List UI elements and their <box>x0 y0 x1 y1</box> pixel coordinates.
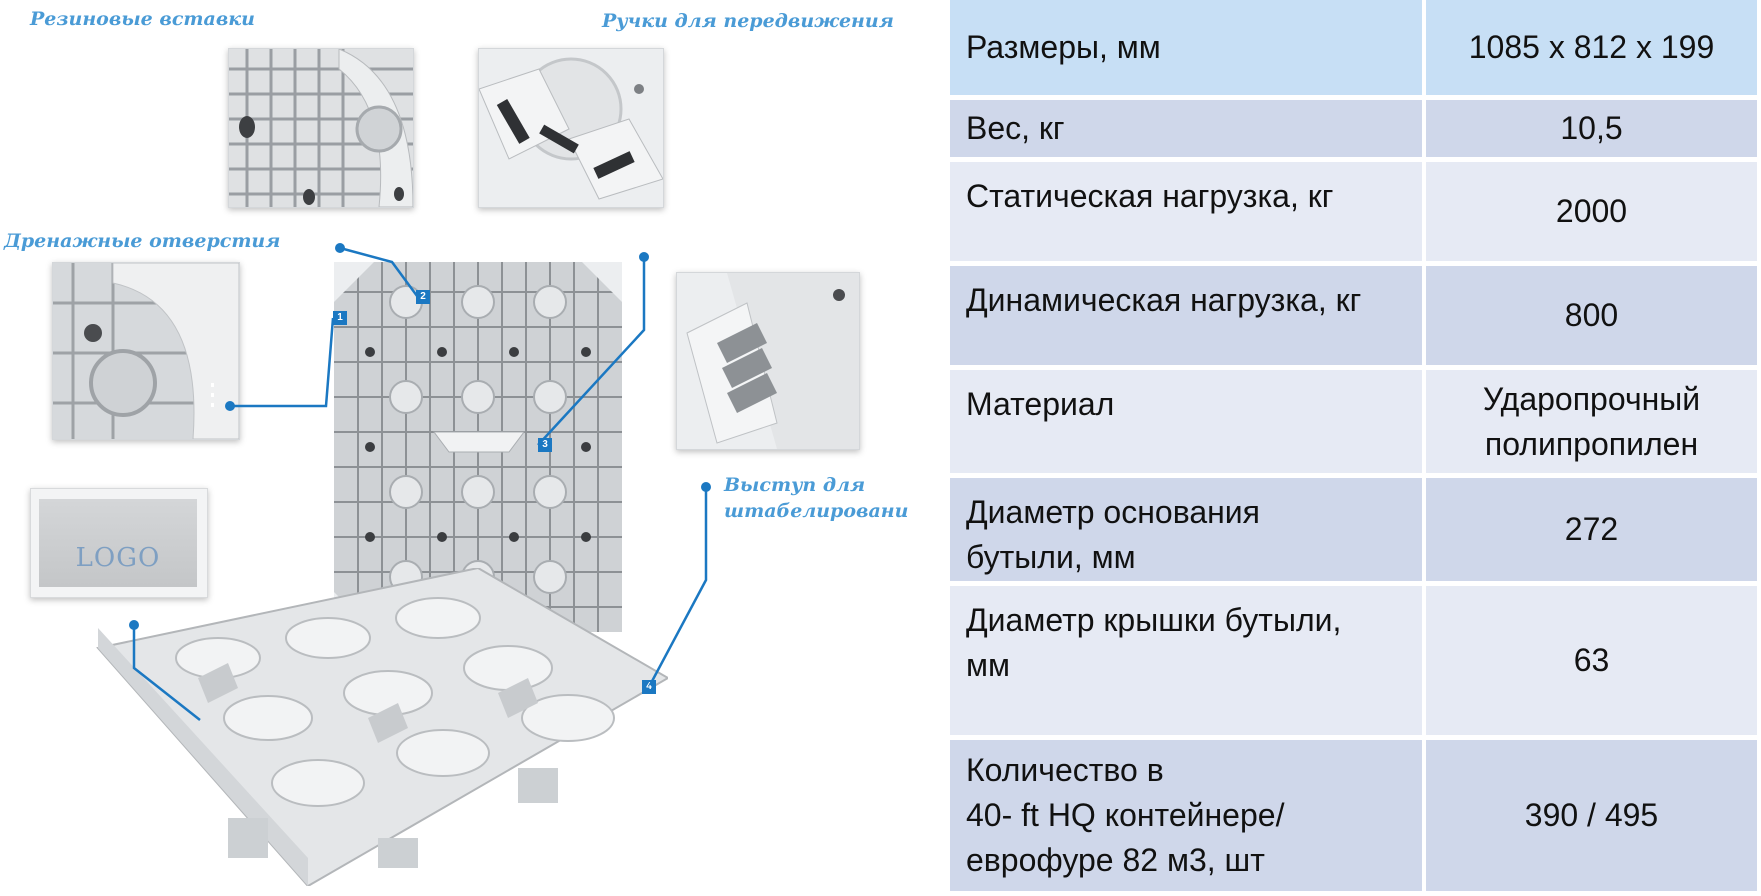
callout-stacking-ledge-line2: штабелировани <box>724 500 909 522</box>
spec-label-bottle-cap-line2: мм <box>966 647 1010 683</box>
spec-row-bottle-base: Диаметр основания бутыли, мм 272 <box>950 478 1761 586</box>
photo-drain-holes <box>52 262 240 440</box>
spec-value-material-line1: Ударопрочный <box>1482 380 1701 417</box>
badge-4: 4 <box>642 680 656 694</box>
logo-text: LOGO <box>75 543 161 573</box>
spec-value-bottle-cap: 63 <box>1426 586 1761 740</box>
spec-value-material: Ударопрочный полипропилен <box>1426 370 1761 478</box>
callout-drain-holes: Дренажные отверстия <box>4 230 281 252</box>
spec-value-dimensions: 1085 х 812 х 199 <box>1426 0 1761 100</box>
spec-row-static-load: Статическая нагрузка, кг 2000 <box>950 162 1761 266</box>
badge-2: 2 <box>416 290 430 304</box>
spec-value-quantity: 390 / 495 <box>1426 740 1761 896</box>
spec-label-dimensions: Размеры, мм <box>950 0 1426 100</box>
spec-row-quantity: Количество в 40- ft HQ контейнере/ евроф… <box>950 740 1761 896</box>
spec-label-quantity-line1: Количество в <box>966 752 1164 788</box>
callout-rubber-inserts: Резиновые вставки <box>30 8 255 30</box>
grid-detail-image <box>229 49 413 207</box>
spec-label-material: Материал <box>950 370 1426 478</box>
specification-table: Размеры, мм 1085 х 812 х 199 Вес, кг 10,… <box>950 0 1761 896</box>
spec-value-material-line2: полипропилен <box>1484 425 1699 462</box>
spec-label-bottle-base-line2: бутыли, мм <box>966 539 1136 575</box>
spec-label-dynamic-load: Динамическая нагрузка, кг <box>950 266 1426 370</box>
pallet-top-image <box>96 568 668 886</box>
spec-value-bottle-base: 272 <box>1426 478 1761 586</box>
spec-value-static-load: 2000 <box>1426 162 1761 266</box>
spec-value-dynamic-load: 800 <box>1426 266 1761 370</box>
badge-1: 1 <box>333 311 347 325</box>
leader-dot-handles <box>335 243 345 253</box>
spec-label-bottle-base-line1: Диаметр основания <box>966 494 1260 530</box>
callout-handles: Ручки для передвижения <box>602 10 894 32</box>
ledge-detail-image <box>677 273 859 449</box>
spec-row-bottle-cap: Диаметр крышки бутыли, мм 63 <box>950 586 1761 740</box>
spec-row-material: Материал Ударопрочный полипропилен <box>950 370 1761 478</box>
spec-label-bottle-base: Диаметр основания бутыли, мм <box>950 478 1426 586</box>
spec-row-dimensions: Размеры, мм 1085 х 812 х 199 <box>950 0 1761 100</box>
spec-value-weight: 10,5 <box>1426 100 1761 162</box>
photo-rubber-inserts <box>228 48 414 208</box>
spec-row-weight: Вес, кг 10,5 <box>950 100 1761 162</box>
logo-insert-photo: LOGO <box>30 488 208 598</box>
badge-3: 3 <box>538 438 552 452</box>
spec-label-bottle-cap-line1: Диаметр крышки бутыли, <box>966 602 1342 638</box>
handle-detail-image <box>479 49 663 207</box>
callout-stacking-ledge: Выступ для штабелировани <box>724 472 908 524</box>
pallet-top-view <box>78 568 668 886</box>
spec-row-dynamic-load: Динамическая нагрузка, кг 800 <box>950 266 1761 370</box>
spec-label-quantity-line3: еврофуре 82 м3, шт <box>966 842 1265 878</box>
spec-label-quantity: Количество в 40- ft HQ контейнере/ евроф… <box>950 740 1426 896</box>
callout-stacking-ledge-line1: Выступ для <box>724 474 866 496</box>
spec-label-weight: Вес, кг <box>950 100 1426 162</box>
photo-handles <box>478 48 664 208</box>
leader-dot-stacking <box>701 482 711 492</box>
spec-label-static-load: Статическая нагрузка, кг <box>950 162 1426 266</box>
spec-label-bottle-cap: Диаметр крышки бутыли, мм <box>950 586 1426 740</box>
drain-detail-image <box>53 263 239 439</box>
leader-dot-ledge-top <box>639 252 649 262</box>
product-illustration: Резиновые вставки Ручки для передвижения… <box>4 8 908 886</box>
leader-line-drain <box>230 317 335 408</box>
spec-label-quantity-line2: 40- ft HQ контейнере/ <box>966 797 1285 833</box>
logo-insert-plate: LOGO <box>39 499 197 587</box>
photo-stacking-ledge <box>676 272 860 450</box>
